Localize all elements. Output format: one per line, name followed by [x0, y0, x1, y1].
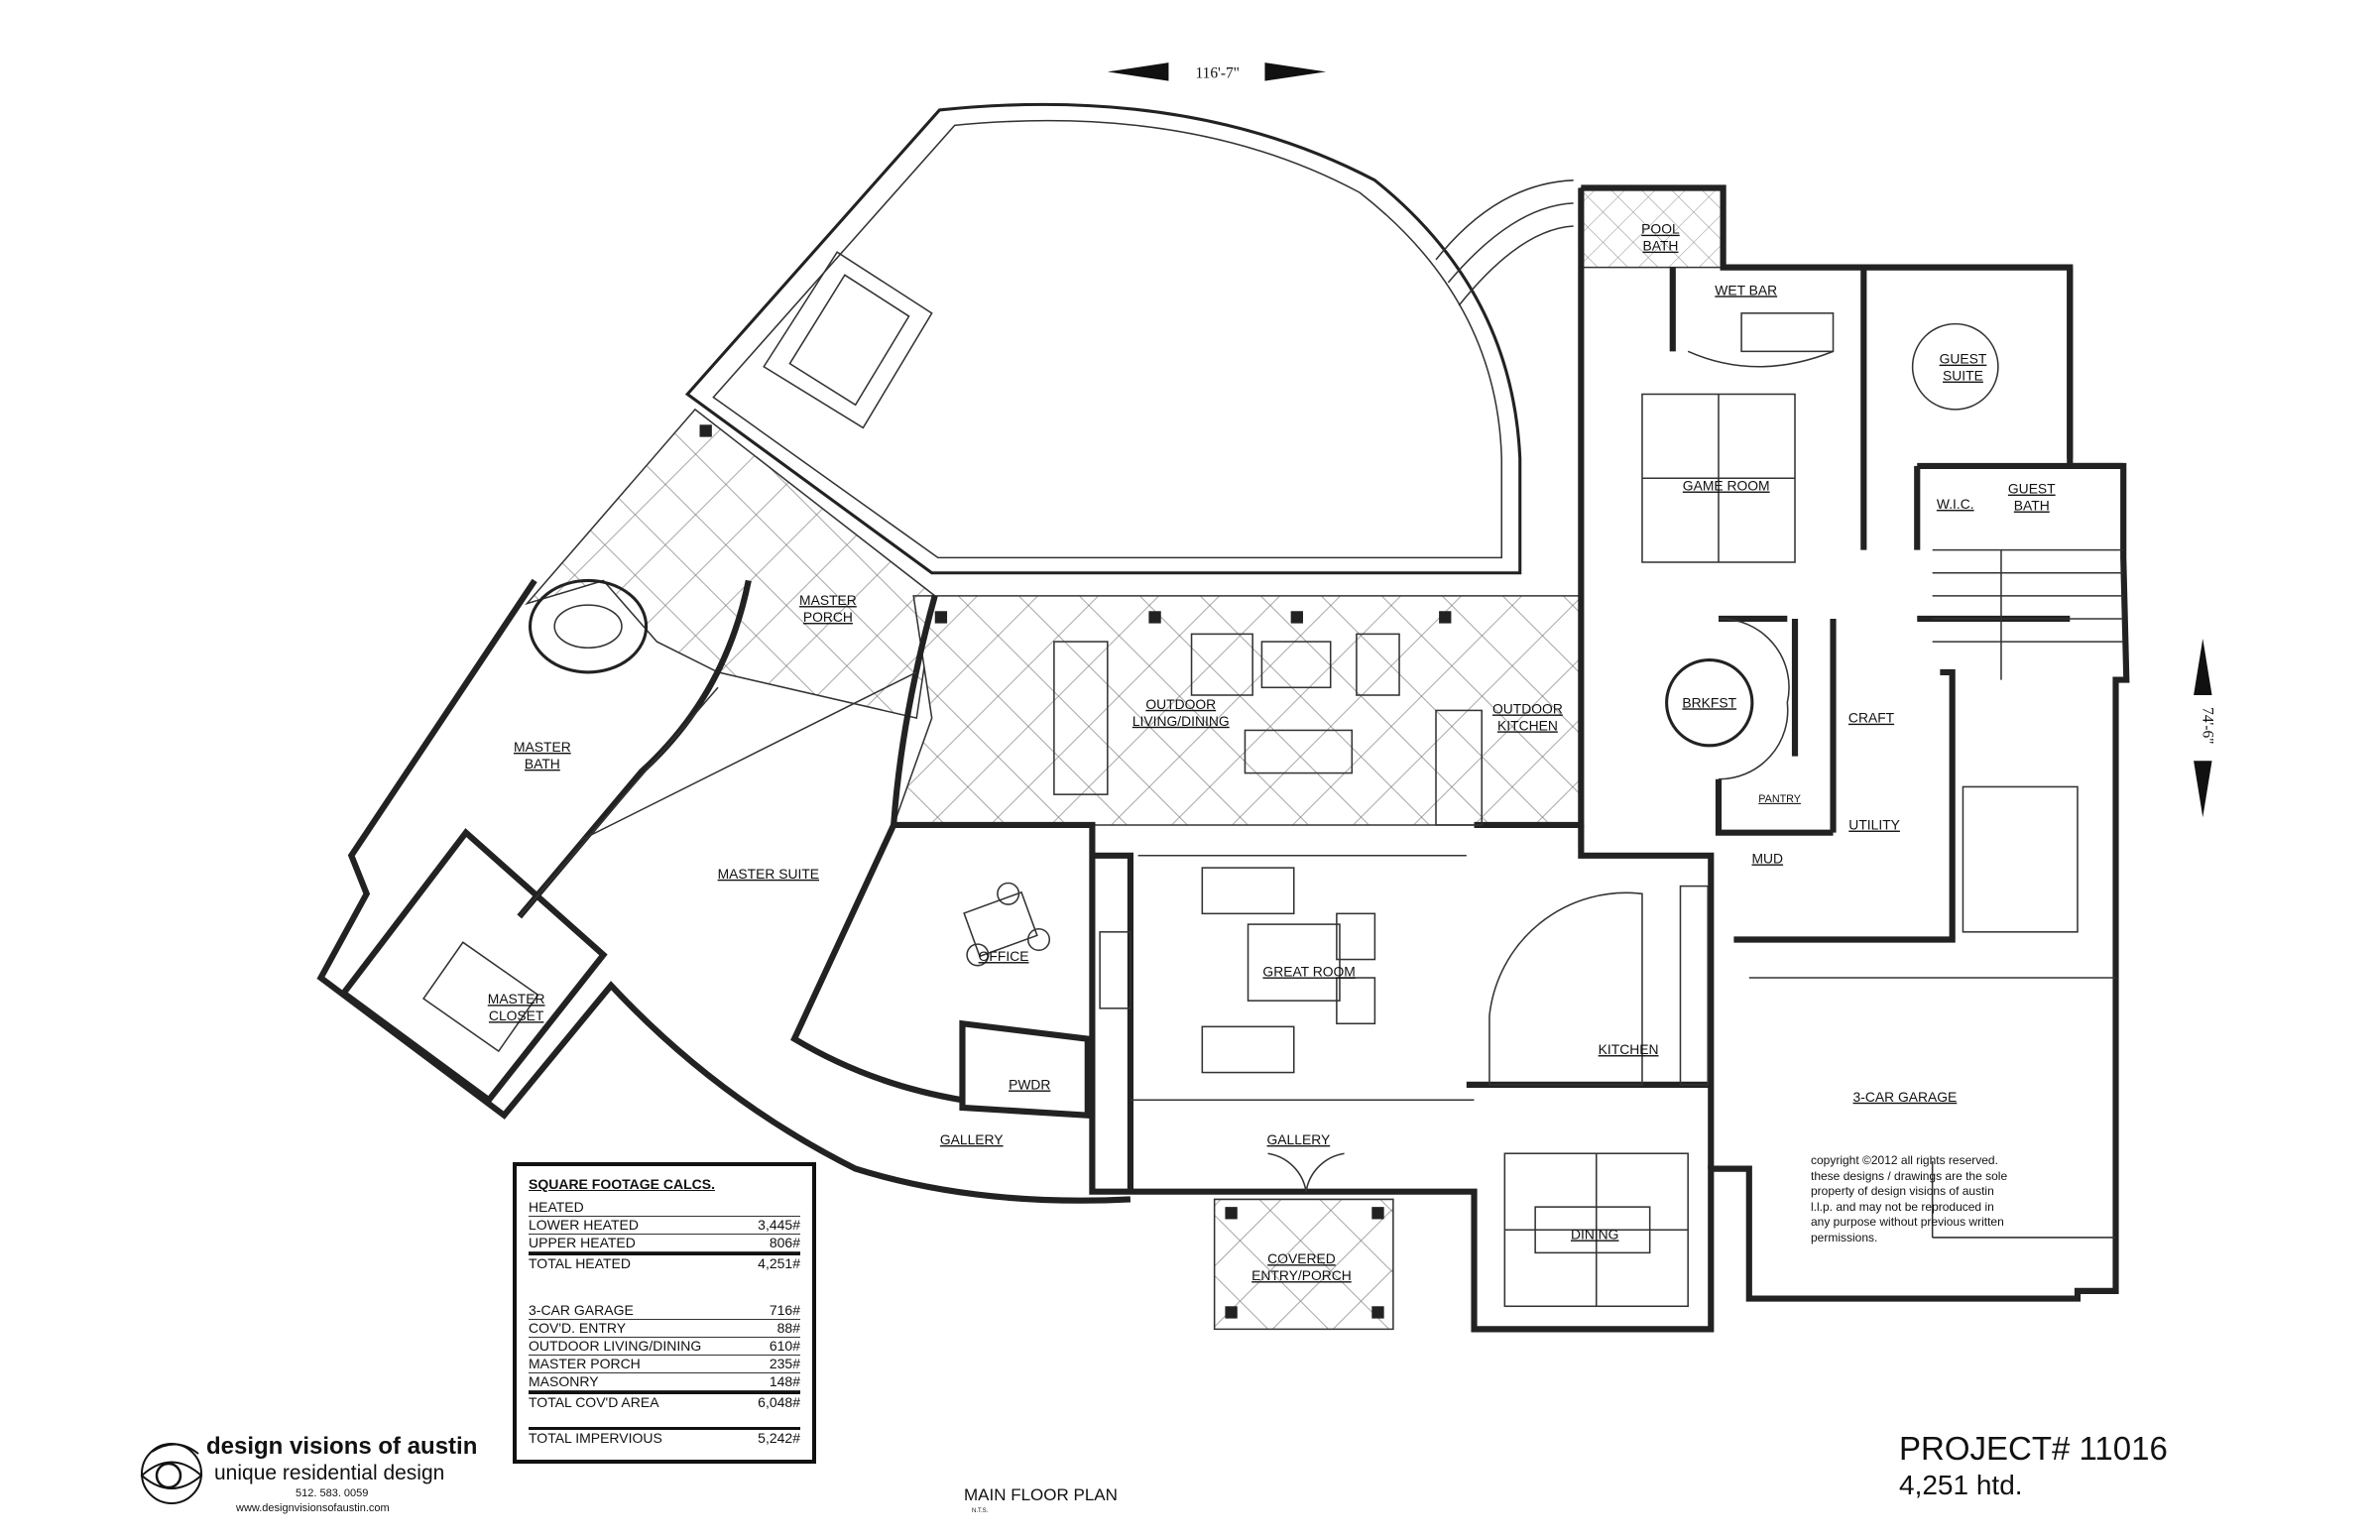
- scale-note: N.T.S.: [972, 1508, 989, 1514]
- table-row: UPPER HEATED 806#: [529, 1235, 800, 1252]
- heated-summary: 4,251 htd.: [1899, 1470, 2023, 1500]
- table-row: 3-CAR GARAGE 716#: [529, 1302, 800, 1320]
- square-footage-table: SQUARE FOOTAGE CALCS. HEATED LOWER HEATE…: [513, 1162, 816, 1464]
- row-label: 3-CAR GARAGE: [529, 1302, 634, 1318]
- outdoor-living-floor: [892, 595, 1583, 826]
- table-row: COV'D. ENTRY 88#: [529, 1320, 800, 1338]
- label-craft: CRAFT: [1848, 710, 1895, 726]
- plan-title: MAIN FLOOR PLAN: [964, 1485, 1118, 1504]
- company-phone: 512. 583. 0059: [296, 1487, 369, 1499]
- label-game-room: GAME ROOM: [1683, 478, 1770, 494]
- total-heated-row: TOTAL HEATED 4,251#: [529, 1252, 800, 1272]
- row-label: TOTAL COV'D AREA: [529, 1394, 659, 1410]
- heated-header: HEATED: [529, 1199, 800, 1217]
- table-row: MASTER PORCH 235#: [529, 1356, 800, 1373]
- label-gallery-left: GALLERY: [940, 1131, 1004, 1147]
- company-logo: design visions of austin unique resident…: [137, 1433, 478, 1537]
- total-covered-row: TOTAL COV'D AREA 6,048#: [529, 1391, 800, 1411]
- project-number: PROJECT# 11016: [1899, 1430, 2168, 1467]
- company-tagline: unique residential design: [214, 1462, 445, 1484]
- row-label: OUTDOOR LIVING/DINING: [529, 1338, 702, 1354]
- label-great-room: GREAT ROOM: [1262, 963, 1355, 979]
- total-impervious-row: TOTAL IMPERVIOUS 5,242#: [529, 1427, 800, 1447]
- table-row: LOWER HEATED 3,445#: [529, 1217, 800, 1235]
- columns: [699, 424, 1452, 1319]
- label-office: OFFICE: [979, 948, 1029, 964]
- label-utility: UTILITY: [1848, 817, 1900, 833]
- row-value: 610#: [769, 1338, 800, 1354]
- company-name: design visions of austin: [206, 1433, 478, 1460]
- table-row: OUTDOOR LIVING/DINING 610#: [529, 1338, 800, 1356]
- label-garage: 3-CAR GARAGE: [1853, 1089, 1958, 1105]
- label-kitchen: KITCHEN: [1599, 1041, 1659, 1057]
- row-value: 235#: [769, 1356, 800, 1371]
- covered-entry-floor: [1213, 1198, 1394, 1331]
- width-dimension: 116'-7": [1107, 62, 1327, 82]
- label-master-suite: MASTER SUITE: [718, 866, 819, 882]
- row-value: 88#: [776, 1320, 800, 1336]
- row-label: MASONRY: [529, 1373, 599, 1389]
- label-dining: DINING: [1571, 1226, 1619, 1242]
- label-wic: W.I.C.: [1937, 496, 1974, 512]
- eye-logo-icon: [140, 1443, 203, 1504]
- svg-text:116'-7": 116'-7": [1196, 65, 1240, 82]
- row-label: MASTER PORCH: [529, 1356, 641, 1371]
- label-gallery-center: GALLERY: [1267, 1131, 1331, 1147]
- label-mud: MUD: [1751, 850, 1783, 866]
- walls: [316, 184, 2130, 1333]
- row-label: COV'D. ENTRY: [529, 1320, 627, 1336]
- label-wet-bar: WET BAR: [1715, 282, 1777, 297]
- table-row: MASONRY 148#: [529, 1373, 800, 1391]
- label-brkfst: BRKFST: [1682, 694, 1736, 710]
- copyright-notice: copyright ©2012 all rights reserved. the…: [1811, 1153, 2008, 1244]
- row-label: TOTAL HEATED: [529, 1255, 631, 1271]
- row-label: UPPER HEATED: [529, 1235, 636, 1250]
- row-value: 3,445#: [758, 1217, 800, 1233]
- table-title: SQUARE FOOTAGE CALCS.: [529, 1176, 715, 1192]
- row-label: LOWER HEATED: [529, 1217, 639, 1233]
- label-pwdr: PWDR: [1009, 1077, 1050, 1093]
- row-value: 148#: [769, 1373, 800, 1389]
- depth-dimension: 74'-6": [2194, 639, 2215, 818]
- label-pantry: PANTRY: [1758, 793, 1801, 805]
- company-website: www.designvisionsofaustin.com: [236, 1502, 390, 1514]
- row-value: 5,242#: [758, 1430, 800, 1446]
- row-value: 6,048#: [758, 1394, 800, 1410]
- interior-details: [421, 312, 2124, 1308]
- row-value: 716#: [769, 1302, 800, 1318]
- pool: [684, 102, 1574, 575]
- row-value: 806#: [769, 1235, 800, 1250]
- row-value: 4,251#: [758, 1255, 800, 1271]
- svg-text:74'-6": 74'-6": [2199, 707, 2215, 744]
- row-label: TOTAL IMPERVIOUS: [529, 1430, 662, 1446]
